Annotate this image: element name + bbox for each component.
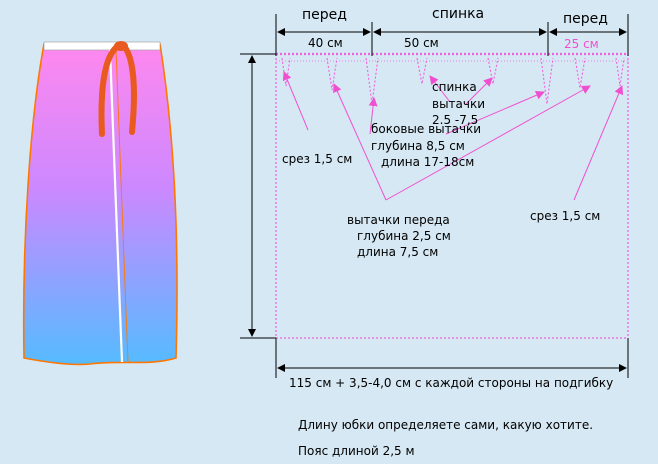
dart-back-2 bbox=[487, 57, 499, 85]
front-darts-label-3: длина 7,5 см bbox=[357, 245, 439, 259]
skirt-waistband bbox=[43, 41, 161, 51]
dim-front-left: 40 см bbox=[308, 36, 343, 50]
skirt-illustration bbox=[22, 41, 178, 366]
back-darts-label-3: 2.5 -7,5 bbox=[432, 113, 479, 127]
belt-note: Пояс длиной 2,5 м bbox=[298, 444, 415, 458]
dim-front-right: 25 см bbox=[564, 37, 599, 51]
header-front-right: перед bbox=[563, 11, 608, 27]
front-darts-label-2: глубина 2,5 см bbox=[357, 229, 451, 243]
tie-left bbox=[98, 43, 121, 137]
width-dimension bbox=[275, 338, 629, 378]
dim-back: 50 см bbox=[404, 36, 439, 50]
cut-label-left: срез 1,5 см bbox=[282, 152, 353, 166]
dart-right-edge bbox=[615, 57, 625, 87]
dart-back-1 bbox=[416, 57, 428, 85]
back-darts-label-2: вытачки bbox=[432, 97, 486, 111]
length-note: Длину юбки определяете сами, какую хотит… bbox=[298, 418, 594, 432]
front-darts-label-1: вытачки переда bbox=[347, 213, 450, 227]
skirt-front-overlap bbox=[108, 49, 124, 363]
dart-side-left bbox=[365, 57, 379, 105]
pointer-arrows bbox=[282, 71, 624, 201]
dart-front-right bbox=[574, 57, 586, 89]
dart-front-left bbox=[326, 57, 338, 91]
width-label: 115 см + 3,5-4,0 см с каждой стороны на … bbox=[289, 376, 614, 390]
tie-knot bbox=[114, 41, 128, 51]
cut-label-right: срез 1,5 см bbox=[530, 209, 601, 223]
back-darts-label-1: спинка bbox=[432, 80, 477, 94]
dart-left-edge bbox=[281, 57, 291, 87]
pattern-outline bbox=[275, 52, 629, 339]
top-dimensions bbox=[275, 14, 629, 56]
header-front-left: перед bbox=[302, 7, 347, 23]
skirt-body bbox=[22, 43, 178, 366]
side-darts-label-2: глубина 8,5 см bbox=[371, 139, 465, 153]
side-darts-label-3: длина 17-18см bbox=[381, 155, 475, 169]
tie-right bbox=[121, 43, 137, 135]
dart-side-right bbox=[540, 57, 554, 105]
length-dimension bbox=[240, 53, 276, 339]
side-darts-label-1: боковые вытачки bbox=[371, 122, 482, 136]
header-back: спинка bbox=[432, 6, 485, 22]
